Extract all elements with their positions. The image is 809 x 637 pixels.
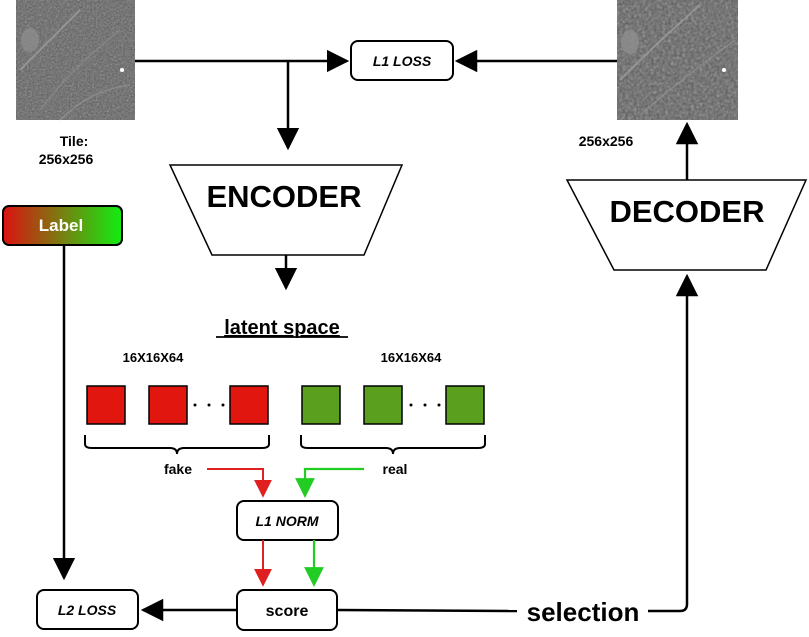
encoder-block: ENCODER <box>168 164 404 256</box>
output-size-label: 256x256 <box>579 133 634 149</box>
label-box: Label <box>2 205 123 246</box>
real-vector-square <box>363 385 403 425</box>
input-size-label: 256x256 <box>39 151 94 167</box>
real-vector-square <box>445 385 485 425</box>
real-to-l1-norm-arrow <box>295 467 364 498</box>
latent-space-title: latent space <box>224 317 340 339</box>
input-tile-image <box>16 0 135 121</box>
fake-brace <box>84 435 270 455</box>
tile-label: Tile: <box>60 133 89 149</box>
real-vector-square <box>301 385 341 425</box>
fake-dims-label: 16X16X64 <box>123 350 184 365</box>
fake-latent-vectors <box>86 385 269 425</box>
fake-label: fake <box>164 461 192 477</box>
real-label: real <box>383 461 408 477</box>
l1-loss-box: L1 LOSS <box>350 40 454 81</box>
score-text: score <box>266 603 309 620</box>
l2-loss-text: L2 LOSS <box>58 602 117 618</box>
l1-loss-text: L1 LOSS <box>373 53 432 69</box>
label-text: Label <box>39 216 83 235</box>
real-dims-label: 16X16X64 <box>381 350 442 365</box>
decoder-block: DECODER <box>565 179 808 271</box>
selection-label: selection <box>527 597 640 627</box>
l2-loss-box: L2 LOSS <box>36 589 139 630</box>
selection-to-decoder-arrow <box>648 273 699 613</box>
decoder-text: DECODER <box>609 194 764 229</box>
encoder-text: ENCODER <box>206 179 361 214</box>
l1-norm-box: L1 NORM <box>236 500 339 541</box>
fake-vector-square <box>229 385 269 425</box>
output-tile-image <box>617 0 738 120</box>
score-to-selection-line <box>336 608 518 613</box>
real-brace <box>300 435 486 455</box>
fake-vector-square <box>86 385 126 425</box>
real-latent-vectors <box>301 385 485 425</box>
score-box: score <box>236 589 338 631</box>
fake-vector-square <box>148 385 188 425</box>
fake-to-l1-norm-arrow <box>207 468 272 498</box>
l1-norm-text: L1 NORM <box>256 513 319 529</box>
